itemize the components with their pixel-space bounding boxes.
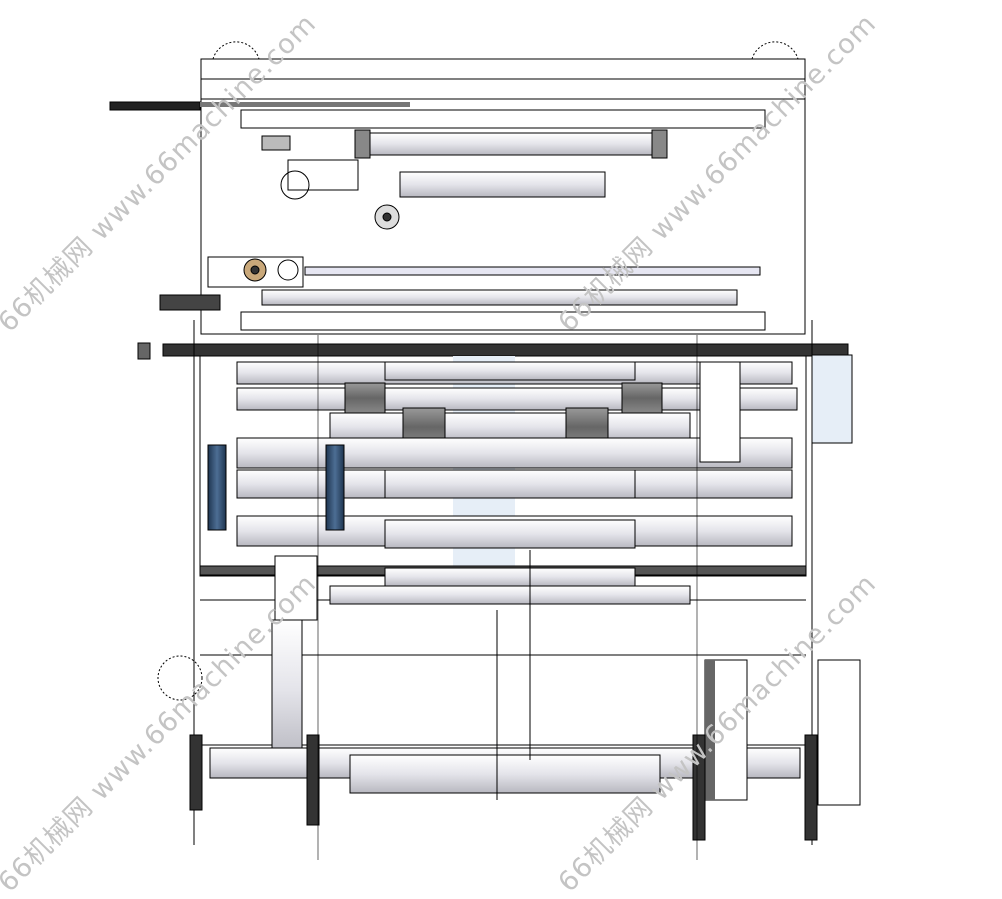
left-shaft — [109, 101, 201, 111]
roller-stack — [199, 361, 807, 605]
roller — [399, 171, 606, 198]
pneumatic-cylinder — [325, 444, 345, 531]
roller — [369, 132, 656, 156]
pneumatic-cylinder — [207, 444, 227, 531]
vertical-roller — [271, 619, 303, 761]
main-crossbar — [162, 343, 849, 357]
upper-frame — [200, 41, 806, 335]
gear-box — [699, 361, 741, 463]
motor-box — [811, 354, 853, 444]
bearing-arms — [189, 734, 818, 841]
